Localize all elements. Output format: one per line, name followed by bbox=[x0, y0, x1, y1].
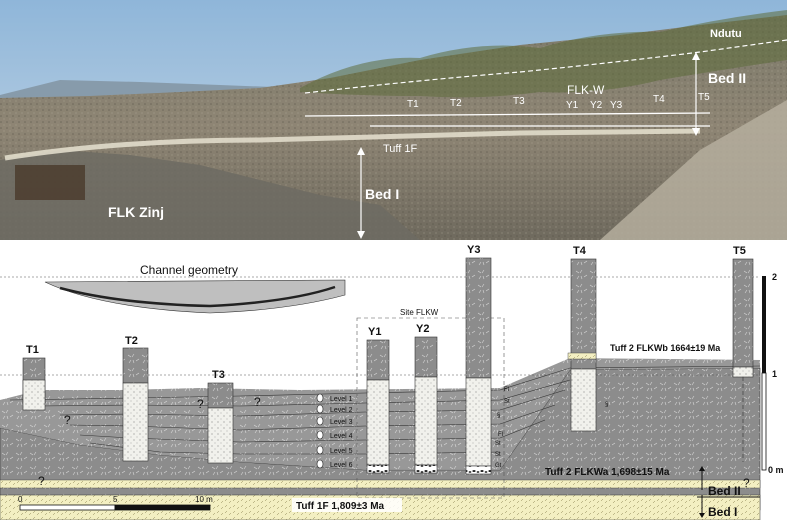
stratigraphic-diagram: Channel geometry Site FLKW T1 T2 T3 Y1 Y… bbox=[0, 244, 784, 520]
column-t3: T3 bbox=[207, 369, 234, 464]
tuff-2-flkwb-swatch bbox=[567, 352, 597, 360]
vegetation-ridge bbox=[300, 10, 787, 98]
column-y1-label: Y1 bbox=[368, 326, 381, 338]
bed-ii-arrow-head-bottom bbox=[692, 128, 700, 136]
column-t4: T4 bbox=[570, 245, 597, 432]
label-ndutu: Ndutu bbox=[710, 28, 742, 40]
right-slope bbox=[600, 100, 787, 240]
facies-label: St bbox=[504, 399, 510, 405]
vertical-scale-label: 1 bbox=[772, 369, 777, 379]
bed-ii-arrow-head-top bbox=[692, 52, 700, 60]
bed-i-label: Bed I bbox=[708, 505, 737, 519]
level-label: Level 3 bbox=[330, 419, 353, 426]
bed-ii-boundary bbox=[304, 39, 787, 94]
column-t5-label: T5 bbox=[733, 245, 746, 257]
column-y2-label: Y2 bbox=[416, 323, 429, 335]
label-t5: T5 bbox=[698, 92, 710, 103]
svg-text:?: ? bbox=[64, 413, 71, 427]
level-label: Level 1 bbox=[330, 396, 353, 403]
facies-label: § bbox=[605, 402, 608, 408]
facies-label: Gt bbox=[495, 463, 502, 469]
label-tuff-1f: Tuff 1F bbox=[383, 143, 418, 155]
tuff-1f-band bbox=[4, 128, 701, 161]
column-t5: T5 bbox=[732, 245, 754, 462]
vertical-scale-label: 0 m bbox=[768, 465, 784, 475]
label-bed-ii: Bed II bbox=[708, 70, 746, 86]
column-y1: Y1 bbox=[366, 326, 390, 474]
label-bed-i: Bed I bbox=[365, 186, 399, 202]
facies-label: St bbox=[495, 452, 501, 458]
svg-text:?: ? bbox=[254, 395, 261, 409]
level-label: Level 6 bbox=[330, 462, 353, 469]
level-drop-icons bbox=[316, 393, 324, 469]
bed-i-arrow-head bbox=[699, 513, 705, 518]
channel-fill bbox=[59, 285, 336, 308]
level-label: Level 5 bbox=[330, 448, 353, 455]
label-flk-zinj: FLK Zinj bbox=[108, 204, 164, 220]
trench-line-1 bbox=[304, 112, 711, 117]
column-y3: Y3 bbox=[465, 244, 492, 475]
tuff-2-flkwb-label: Tuff 2 FLKWb 1664±19 Ma bbox=[610, 343, 721, 353]
flk-zinj-cut bbox=[15, 165, 85, 200]
horizontal-scale-bar: 0 5 10 m bbox=[18, 495, 213, 511]
scale-label: 10 m bbox=[195, 495, 213, 504]
level-labels: Level 1 Level 2 Level 3 Level 4 Level 5 … bbox=[330, 396, 353, 469]
bed-i-arrow-head-bottom bbox=[357, 231, 365, 239]
vertical-scale-bar: 2 1 0 m bbox=[761, 272, 784, 475]
tuff-2-flkwa-label: Tuff 2 FLKWa 1,698±15 Ma bbox=[545, 467, 670, 478]
field-photo: Ndutu FLK-W Bed II T1 T2 T3 Y1 Y2 Y3 T4 … bbox=[0, 0, 787, 240]
facies-label: St bbox=[495, 441, 501, 447]
column-y2: Y2 bbox=[414, 323, 438, 474]
facies-label: Fl bbox=[498, 432, 503, 438]
column-t1: T1 bbox=[22, 344, 46, 411]
label-t3: T3 bbox=[513, 96, 525, 107]
tuff-2-flkwa-layer bbox=[0, 479, 761, 489]
column-t3-label: T3 bbox=[212, 369, 225, 381]
svg-text:?: ? bbox=[743, 476, 750, 490]
svg-text:?: ? bbox=[197, 397, 204, 411]
site-flkw-box bbox=[356, 317, 505, 499]
tuff-1f-label: Tuff 1F 1,809±3 Ma bbox=[296, 501, 385, 512]
facies-label: § bbox=[497, 413, 500, 419]
label-flkw: FLK-W bbox=[567, 83, 605, 97]
level-label: Level 4 bbox=[330, 433, 353, 440]
column-y3-label: Y3 bbox=[467, 244, 480, 256]
svg-text:?: ? bbox=[38, 474, 45, 488]
label-y3: Y3 bbox=[610, 100, 623, 111]
column-t1-label: T1 bbox=[26, 344, 39, 356]
label-y1: Y1 bbox=[566, 100, 579, 111]
label-t1: T1 bbox=[407, 99, 419, 110]
vertical-scale-label: 2 bbox=[772, 272, 777, 282]
level-label: Level 2 bbox=[330, 407, 353, 414]
label-t2: T2 bbox=[450, 98, 462, 109]
tuff-1f-label-box bbox=[292, 498, 402, 512]
column-t2: T2 bbox=[122, 335, 149, 462]
scale-label: 5 bbox=[113, 495, 118, 504]
bed-ii-label: Bed II bbox=[708, 484, 741, 498]
label-y2: Y2 bbox=[590, 100, 603, 111]
channel-geometry bbox=[44, 279, 346, 314]
foreground-outcrop bbox=[0, 150, 420, 240]
channel-geometry-label: Channel geometry bbox=[140, 263, 238, 277]
site-flkw-label: Site FLKW bbox=[400, 308, 439, 317]
bed-ii-arrow-head bbox=[699, 466, 705, 471]
facies-label: Fl bbox=[504, 387, 509, 393]
column-t4-label: T4 bbox=[573, 245, 587, 257]
question-marks: ? ? ? ? ? bbox=[38, 395, 750, 490]
label-t4: T4 bbox=[653, 94, 665, 105]
scale-label: 0 bbox=[18, 495, 23, 504]
column-t2-label: T2 bbox=[125, 335, 138, 347]
bed-i-arrow-head-top bbox=[357, 147, 365, 155]
